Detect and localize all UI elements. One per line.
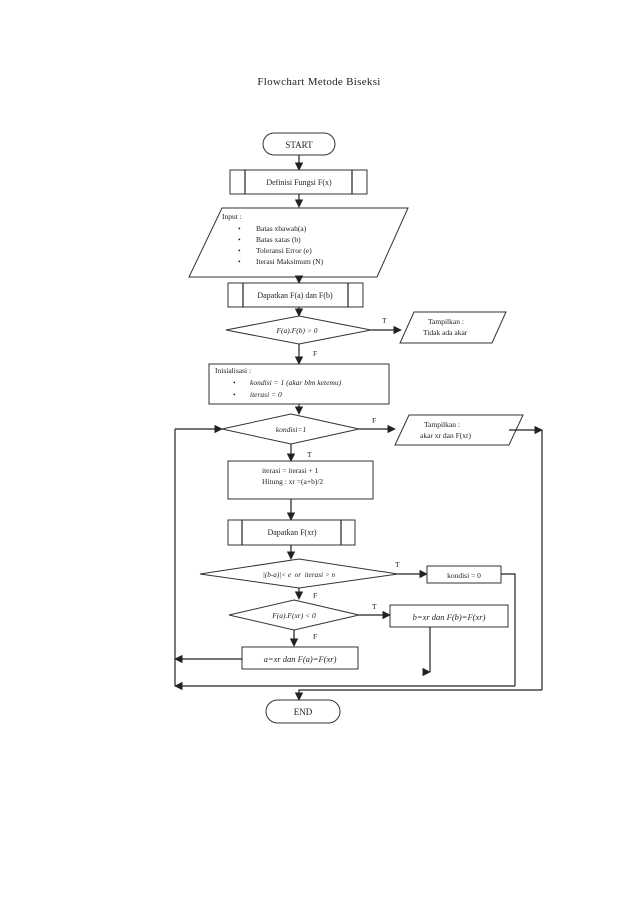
page-title: Flowchart Metode Biseksi: [257, 76, 381, 88]
input-header: Input :: [222, 212, 242, 221]
set-kondisi-label: kondisi = 0: [447, 571, 481, 580]
get-fa-fb-process: [227, 282, 364, 308]
iteration-line1: iterasi = iterasi + 1: [262, 466, 319, 475]
label-true-3: T: [395, 560, 400, 569]
decision-fa-fxr-label: F(a).F(xr) < 0: [271, 611, 316, 620]
decision-fa-fb-label: F(a).F(b) > 0: [275, 326, 317, 335]
output-no-root-line2: Tidak ada akar: [423, 328, 468, 337]
input-item: Batas xbawah(a): [256, 224, 307, 233]
label-false-1: F: [313, 349, 317, 358]
get-fa-fb-label: Dapatkan F(a) dan F(b): [257, 291, 333, 300]
output-root-line1: Tampilkan :: [424, 420, 460, 429]
decision-tolerance-label: |(b-a)|< e or iterasi > n: [263, 571, 336, 579]
iteration-line2: Hitung : xr =(a+b)/2: [262, 477, 323, 486]
input-parallelogram: [188, 207, 409, 278]
define-function-process: [229, 169, 368, 195]
init-process: [208, 363, 390, 405]
iteration-process: [227, 460, 374, 500]
end-terminator: [265, 699, 341, 724]
label-false-2: F: [372, 416, 376, 425]
start-label: START: [285, 140, 313, 150]
end-label: END: [294, 707, 313, 717]
assign-a-label: a=xr dan F(a)=F(xr): [264, 654, 337, 664]
label-true-4: T: [372, 602, 377, 611]
input-bullet: •: [238, 224, 241, 233]
get-fxr-process: [227, 519, 356, 546]
init-item: iterasi = 0: [250, 390, 282, 399]
init-header: Inisialisasi :: [215, 366, 251, 375]
init-bullet: •: [233, 390, 236, 399]
label-false-3: F: [313, 591, 317, 600]
input-bullet: •: [238, 235, 241, 244]
init-item: kondisi = 1 (akar blm ketemu): [250, 378, 342, 387]
assign-a-process: [241, 646, 359, 670]
label-true-2: T: [307, 450, 312, 459]
output-root-line2: akar xr dan F(xr): [420, 431, 472, 440]
output-root: [394, 414, 524, 446]
init-bullet: •: [233, 378, 236, 387]
label-true-1: T: [382, 316, 387, 325]
input-item: Iterasi Maksimum (N): [256, 257, 324, 266]
define-function-label: Definisi Fungsi F(x): [266, 178, 332, 187]
assign-b-process: [389, 604, 509, 628]
output-no-root: [399, 311, 507, 344]
input-bullet: •: [238, 246, 241, 255]
input-item: Batas xatas (b): [256, 235, 301, 244]
output-no-root-line1: Tampilkan :: [428, 317, 464, 326]
decision-kondisi-label: kondisi=1: [276, 425, 306, 434]
label-false-4: F: [313, 632, 317, 641]
input-item: Toleransi Error (e): [256, 246, 312, 255]
assign-b-label: b=xr dan F(b)=F(xr): [413, 612, 486, 622]
get-fxr-label: Dapatkan F(xr): [267, 528, 316, 537]
input-bullet: •: [238, 257, 241, 266]
